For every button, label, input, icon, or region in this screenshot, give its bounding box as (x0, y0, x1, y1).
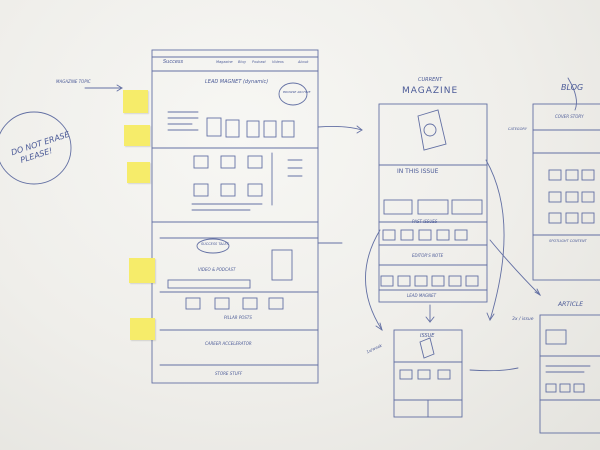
lead-magnet-short-label: LEAD MAGNET (407, 293, 437, 298)
footer-label: STORE STUFF (215, 371, 243, 376)
recent-posts-label: SPOTLIGHT CONTENT (549, 239, 587, 243)
browse-archive-label: BROWSE ARCHIVE (283, 90, 311, 94)
editors-note-label: EDITOR'S NOTE (412, 253, 444, 258)
lead-magnet-label: LEAD MAGNET (dynamic) (205, 79, 269, 85)
sticky-note-4 (129, 258, 155, 283)
magazine-topic-label: MAGAZINE TOPIC (56, 79, 91, 84)
nav-item-magazine: Magazine (216, 60, 233, 64)
blog-wireframe (532, 103, 600, 281)
sticky-note-2 (124, 125, 150, 146)
in-this-issue-label: IN THIS ISSUE (397, 168, 439, 175)
blog-title: BLOG (561, 83, 584, 92)
video-podcast-label: VIDEO & PODCAST (198, 267, 236, 272)
article-title: ARTICLE (558, 301, 584, 308)
sticky-note-3 (127, 162, 150, 183)
per-issue-label: 3x / issue (512, 317, 534, 322)
sticky-note-5 (130, 318, 155, 340)
magazine-title: MAGAZINE (402, 86, 459, 96)
do-not-erase-bubble (0, 111, 72, 185)
magazine-wireframe (378, 103, 488, 303)
career-accelerator-label: CAREER ACCELERATOR (205, 341, 252, 346)
issue-label: ISSUE (420, 333, 435, 339)
past-issues-label: PAST ISSUES (412, 219, 438, 224)
article-wireframe (539, 314, 600, 434)
pillar-posts-label: PILLAR POSTS (224, 315, 252, 320)
nav-item-podcast: Podcast (252, 60, 266, 64)
category-label: CATEGORY (508, 127, 527, 131)
success-tales-label: SUCCESS TALES (201, 242, 229, 246)
nav-item-about: About (298, 60, 309, 64)
nav-item-videos: Videos (272, 60, 284, 64)
nav-item-blog: Blog (238, 60, 246, 64)
nav-item-logo: Success (163, 59, 184, 65)
sticky-note-1 (123, 90, 148, 113)
homepage-wireframe (151, 49, 319, 384)
cover-story-label: COVER STORY (555, 114, 584, 119)
current-label: CURRENT (418, 77, 443, 83)
